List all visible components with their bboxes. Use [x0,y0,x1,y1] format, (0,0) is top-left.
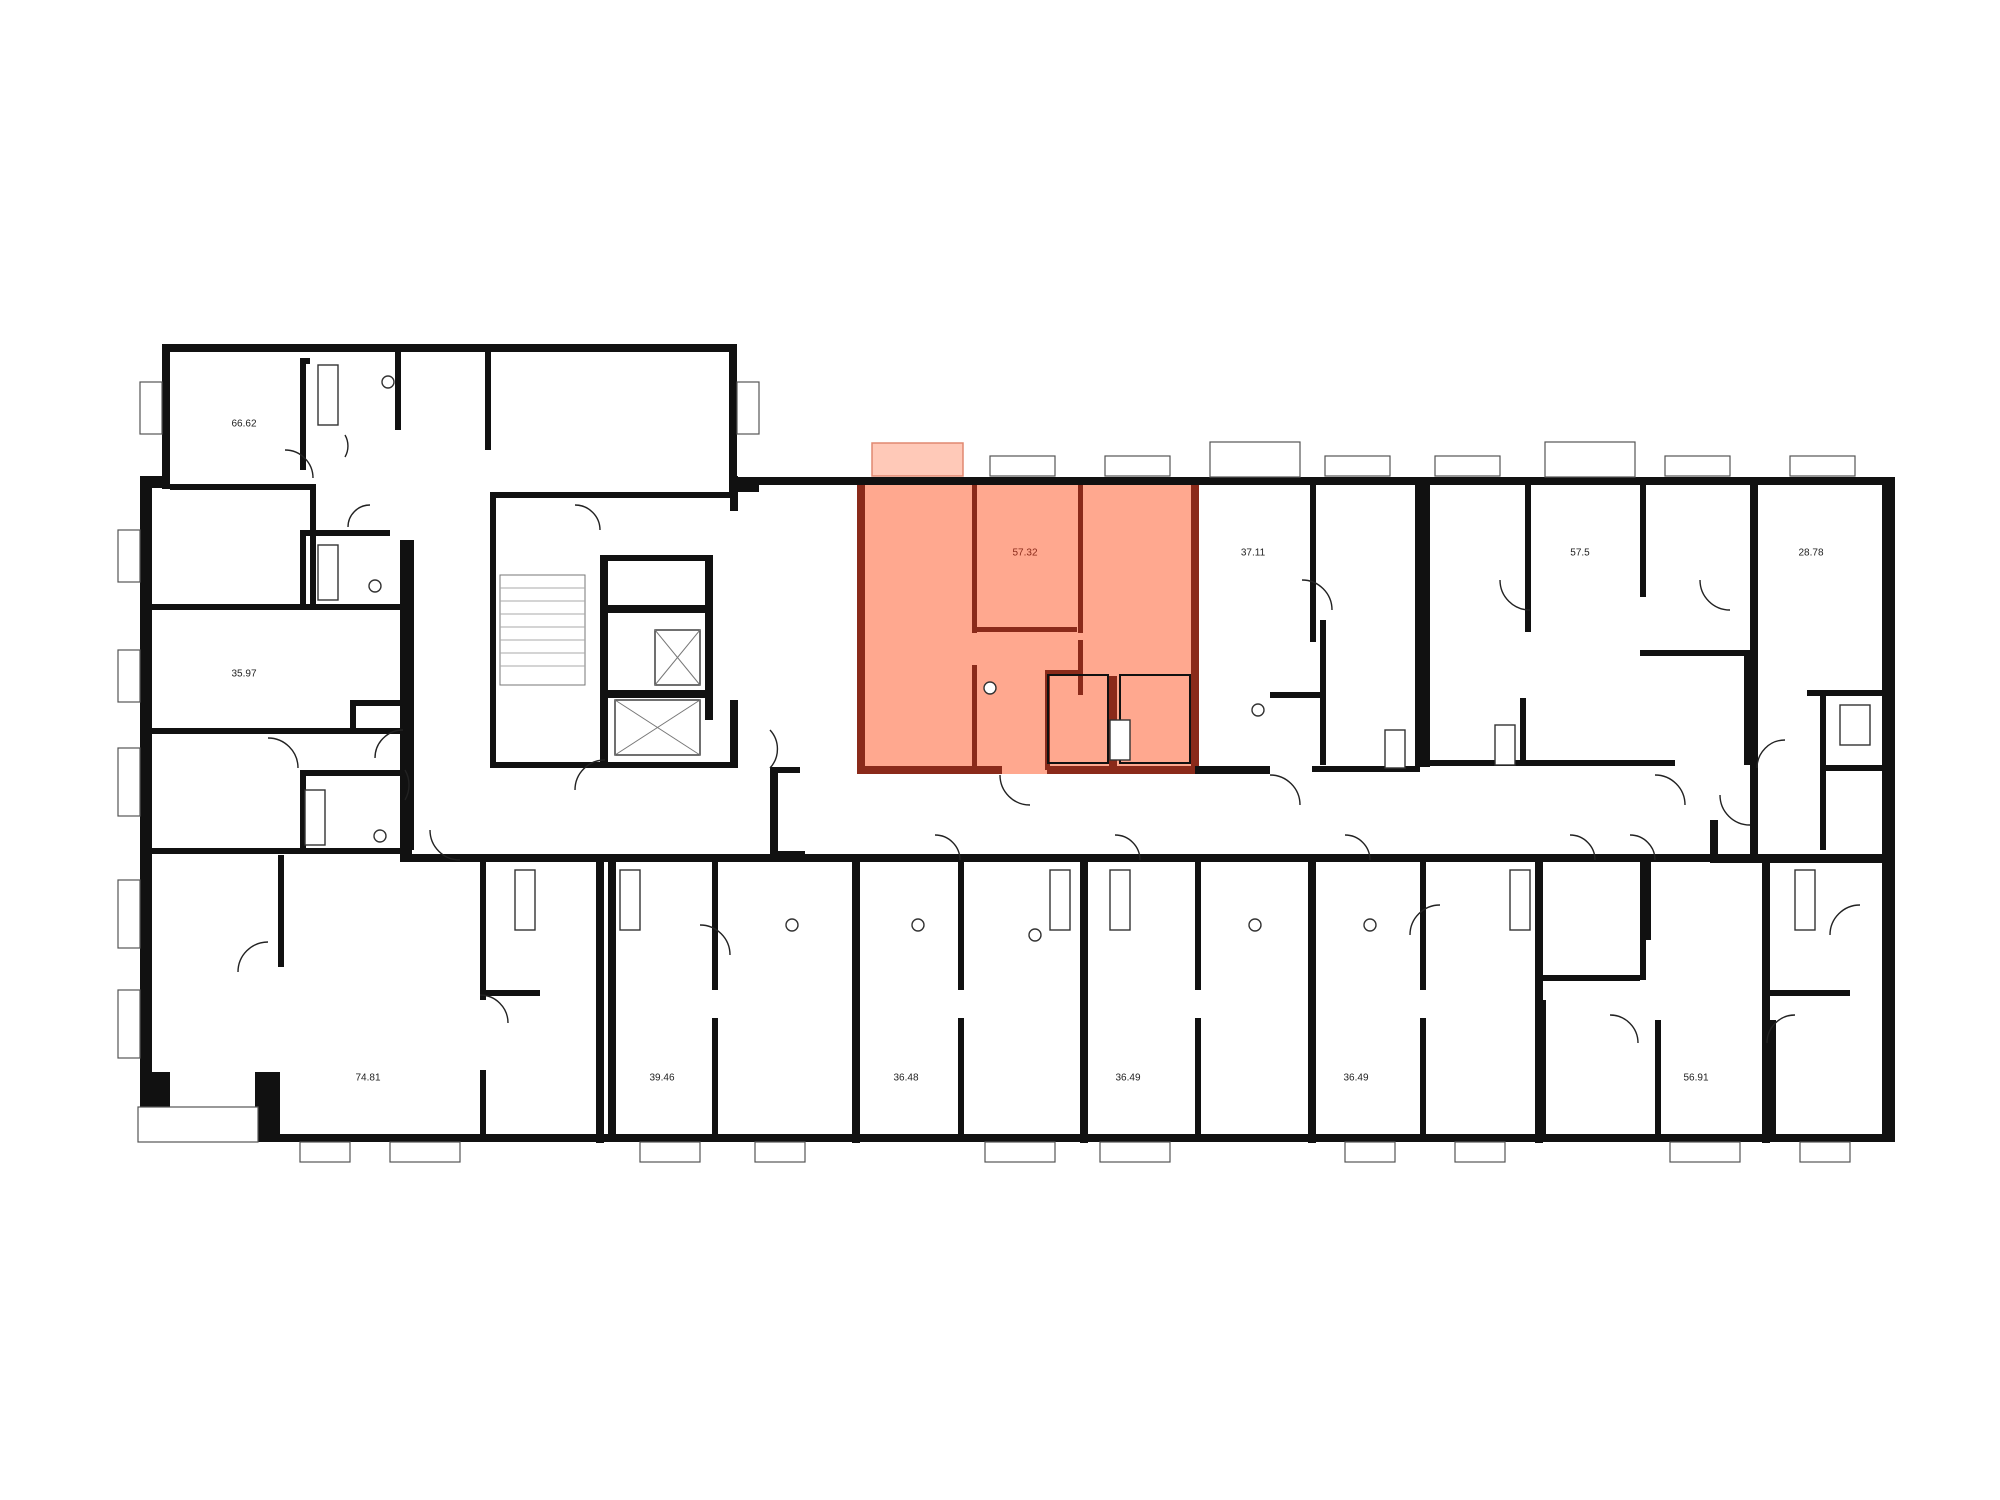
interior-walls [152,350,805,967]
apartment-area-label: 35.97 [231,669,256,680]
north-row-walls [1195,477,1884,863]
apartment-area-label: 57.5 [1570,548,1590,559]
apartment-area-label: 56.91 [1683,1073,1708,1084]
stair-core [499,574,701,756]
door-swings [237,434,1861,1044]
south-row-walls [400,854,1882,1143]
fixtures [304,364,1871,942]
apartment-area-label: 36.48 [893,1073,918,1084]
selected-apartment-walls [972,627,1191,770]
apartment-area-label: 39.46 [649,1073,674,1084]
apartment-area-label: 66.62 [231,419,256,430]
area-labels: 66.62 35.97 74.81 39.46 36.48 36.49 36.4… [231,419,1823,1084]
apartment-area-label: 36.49 [1115,1073,1140,1084]
selected-apartment-area-label: 57.32 [1012,548,1037,559]
apartment-area-label: 36.49 [1343,1073,1368,1084]
windows [117,381,1856,1163]
apartment-area-label: 74.81 [355,1073,380,1084]
apartment-area-label: 37.11 [1241,548,1266,559]
selected-apartment-highlight[interactable] [857,442,1199,774]
apartment-area-label: 28.78 [1798,548,1823,559]
